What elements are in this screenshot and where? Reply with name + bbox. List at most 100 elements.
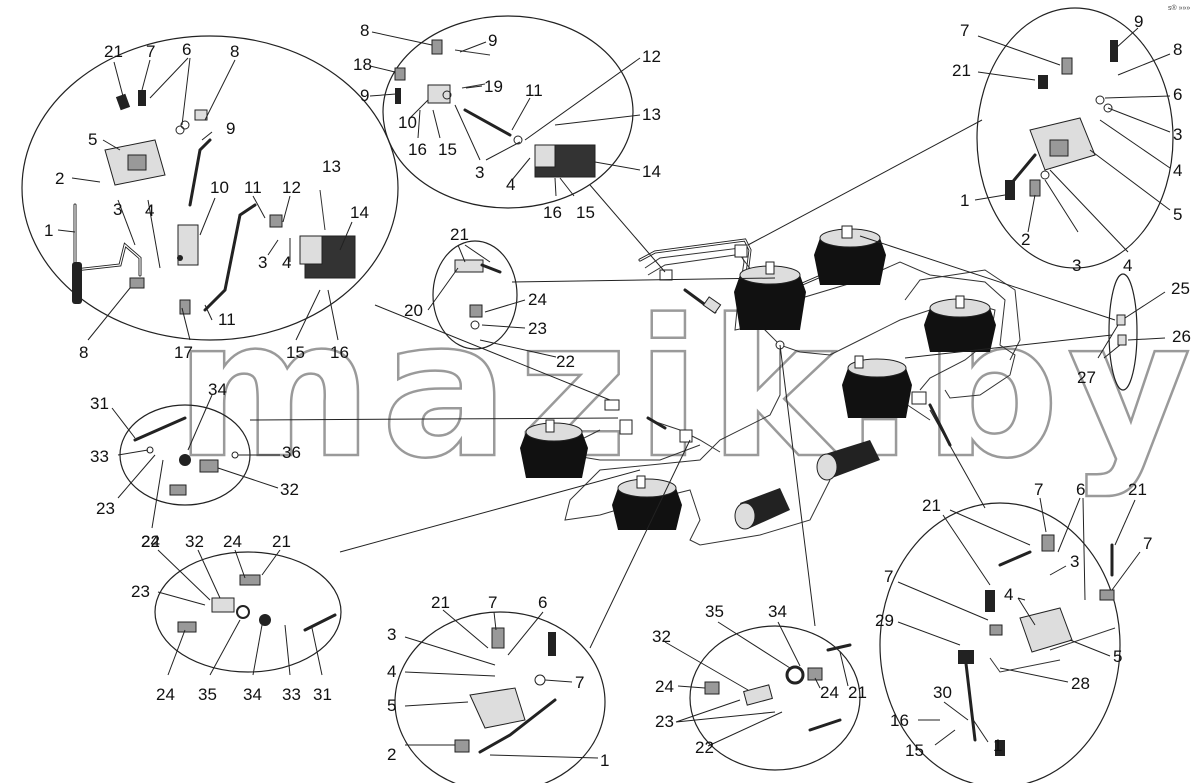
callout: 13	[642, 105, 661, 124]
callout: 29	[875, 611, 894, 630]
callout: 26	[1172, 327, 1191, 346]
callout: 34	[768, 602, 787, 621]
callout: 4	[506, 175, 515, 194]
callout: 35	[198, 685, 217, 704]
callout: 15	[438, 140, 457, 159]
callout: 5	[387, 696, 396, 715]
detail-group-5-outline	[1108, 273, 1138, 391]
callout: 4	[1004, 585, 1013, 604]
callout: 6	[182, 40, 191, 59]
detail-group-10-outline	[879, 502, 1121, 783]
callout: 6	[1076, 480, 1085, 499]
callout: 32	[185, 532, 204, 551]
callout: 15	[905, 741, 924, 760]
air-receiver-2	[816, 440, 880, 481]
callouts-group-6: 34 31 36 33 32 23 24	[90, 380, 301, 551]
callout: 3	[1173, 125, 1182, 144]
callout: 21	[104, 42, 123, 61]
callout: 9	[226, 119, 235, 138]
callout: 23	[528, 319, 547, 338]
connector-lines	[249, 119, 1116, 649]
callout: 22	[695, 738, 714, 757]
callout: 21	[450, 225, 469, 244]
callout: 1	[960, 191, 969, 210]
callout: 30	[933, 683, 952, 702]
callout: 16	[330, 343, 349, 362]
callout: 22	[556, 352, 575, 371]
detail-group-2-outline	[382, 15, 634, 209]
callout: 6	[538, 593, 547, 612]
group-4-parts	[454, 259, 502, 330]
callout: 31	[313, 685, 332, 704]
callouts-group-4: 21 20 24 23 22	[404, 225, 575, 371]
callout: 2	[55, 169, 64, 188]
air-bellow-4	[842, 355, 912, 418]
callout: 35	[705, 602, 724, 621]
callout: 1	[993, 736, 1002, 755]
callout: 4	[145, 201, 154, 220]
callout: 21	[922, 496, 941, 515]
air-bellow-6	[612, 475, 682, 530]
callout: 19	[484, 77, 503, 96]
callout: 9	[360, 86, 369, 105]
detail-group-4-outline	[432, 240, 518, 350]
callout: 2	[1021, 230, 1030, 249]
callout: 36	[282, 443, 301, 462]
callouts-group-8: 21 7 6 3 4 7 5 2 1	[387, 593, 609, 770]
callouts-group-7: 22 32 24 21 23 24 35 34 33 31	[131, 532, 332, 704]
callout: 7	[488, 593, 497, 612]
callouts-group-3: 7 9 21 8 6 3 4 1 5 2 3 4	[952, 12, 1182, 275]
callout: 18	[353, 55, 372, 74]
group-9-parts	[704, 643, 852, 732]
callouts-group-10: 21 7 6 21 3 7 7 4 29 5 28 30 16 15 1	[875, 480, 1152, 760]
callout: 23	[131, 582, 150, 601]
callout: 21	[1128, 480, 1147, 499]
callout: 15	[576, 203, 595, 222]
callout: 3	[113, 200, 122, 219]
callout: 10	[398, 113, 417, 132]
callout: 4	[387, 662, 396, 681]
callout: 14	[642, 162, 661, 181]
callout: 7	[1143, 534, 1152, 553]
callout: 9	[488, 31, 497, 50]
air-bellow-1	[734, 261, 806, 330]
callout: 24	[820, 683, 839, 702]
callout: 24	[156, 685, 175, 704]
callout: 3	[387, 625, 396, 644]
callout: 34	[243, 685, 262, 704]
callout: 10	[210, 178, 229, 197]
callout: 34	[208, 380, 227, 399]
callout: 15	[286, 343, 305, 362]
callout: 25	[1171, 279, 1190, 298]
callout: 16	[408, 140, 427, 159]
callout: 33	[282, 685, 301, 704]
callout: 23	[96, 499, 115, 518]
callout: 5	[1173, 205, 1182, 224]
callout: 17	[174, 343, 193, 362]
callout: 32	[652, 627, 671, 646]
group-2-parts	[394, 39, 596, 178]
corner-mark: s® »»»	[1168, 4, 1190, 12]
callout: 20	[404, 301, 423, 320]
callout: 7	[960, 21, 969, 40]
callout: 27	[1077, 368, 1096, 387]
callout: 28	[1071, 674, 1090, 693]
callout: 7	[1034, 480, 1043, 499]
air-receiver-1	[734, 488, 790, 530]
callout: 16	[543, 203, 562, 222]
callout: 33	[90, 447, 109, 466]
callout: 4	[1173, 161, 1182, 180]
callouts-group-9: 35 34 32 24 24 21 23 22	[652, 602, 867, 757]
group-3-parts	[1005, 40, 1118, 200]
callouts-group-2: 8 9 18 19 9 10 16 15 11 12 13 3 4 14 16 …	[353, 21, 661, 222]
detail-group-8-outline	[394, 611, 606, 783]
watermark: mazik.by	[175, 279, 1199, 500]
callout: 6	[1173, 85, 1182, 104]
group-1-parts	[72, 90, 356, 315]
callout: 12	[282, 178, 301, 197]
callout: 5	[1113, 647, 1122, 666]
callout: 2	[387, 745, 396, 764]
callout: 22	[141, 532, 160, 551]
callout: 1	[600, 751, 609, 770]
